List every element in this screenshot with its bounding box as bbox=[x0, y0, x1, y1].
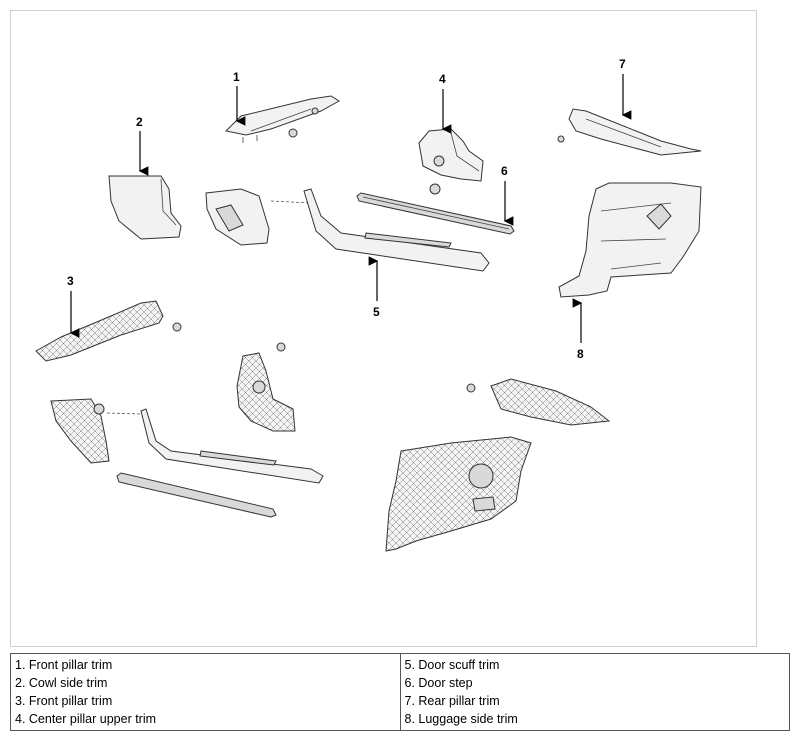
legend-item: 3. Front pillar trim bbox=[15, 694, 113, 708]
center-pillar-upper-trim-4 bbox=[418, 128, 484, 195]
callout-1: 1 bbox=[233, 70, 246, 126]
door-step-6 bbox=[356, 192, 515, 235]
parts-diagram: 1 2 3 4 5 6 7 8 bbox=[10, 10, 757, 647]
door-step-lower bbox=[116, 472, 277, 518]
callout-6: 6 bbox=[501, 164, 514, 226]
legend-column-right: 5. Door scuff trim 6. Door step 7. Rear … bbox=[399, 653, 790, 731]
svg-text:7: 7 bbox=[619, 57, 626, 71]
legend-item: 7. Rear pillar trim bbox=[404, 694, 500, 708]
door-scuff-trim-lower bbox=[140, 408, 324, 484]
callout-7: 7 bbox=[619, 57, 632, 120]
parts-legend-table: 1. Front pillar trim 2. Cowl side trim 3… bbox=[10, 653, 790, 731]
svg-text:2: 2 bbox=[136, 115, 143, 129]
svg-text:5: 5 bbox=[373, 305, 380, 319]
luggage-side-trim-8 bbox=[558, 182, 702, 298]
callout-8: 8 bbox=[572, 298, 584, 361]
legend-item: 5. Door scuff trim bbox=[404, 658, 500, 672]
legend-column-left: 1. Front pillar trim 2. Cowl side trim 3… bbox=[10, 653, 401, 731]
callout-3: 3 bbox=[67, 274, 80, 338]
front-pillar-trim-3 bbox=[35, 300, 182, 362]
door-scuff-trim-5 bbox=[303, 188, 490, 272]
svg-text:1: 1 bbox=[233, 70, 240, 84]
callout-4: 4 bbox=[439, 72, 452, 134]
center-pillar-lower-trim bbox=[236, 342, 296, 432]
rear-pillar-trim-lower bbox=[466, 378, 611, 426]
legend-item: 8. Luggage side trim bbox=[404, 712, 518, 726]
legend-item: 4. Center pillar upper trim bbox=[15, 712, 157, 726]
rear-pillar-trim-7 bbox=[557, 108, 702, 156]
cowl-side-trim-lower bbox=[50, 398, 142, 464]
callout-5: 5 bbox=[368, 256, 380, 319]
legend-item: 6. Door step bbox=[404, 676, 473, 690]
legend-item: 2. Cowl side trim bbox=[15, 676, 108, 690]
front-pillar-trim-1 bbox=[224, 95, 340, 143]
cowl-side-trim bbox=[108, 175, 312, 246]
legend-item: 1. Front pillar trim bbox=[15, 658, 113, 672]
svg-text:3: 3 bbox=[67, 274, 74, 288]
callout-2: 2 bbox=[136, 115, 149, 176]
svg-text:4: 4 bbox=[439, 72, 446, 86]
luggage-side-trim-lower bbox=[385, 436, 532, 552]
svg-text:8: 8 bbox=[577, 347, 584, 361]
svg-text:6: 6 bbox=[501, 164, 508, 178]
